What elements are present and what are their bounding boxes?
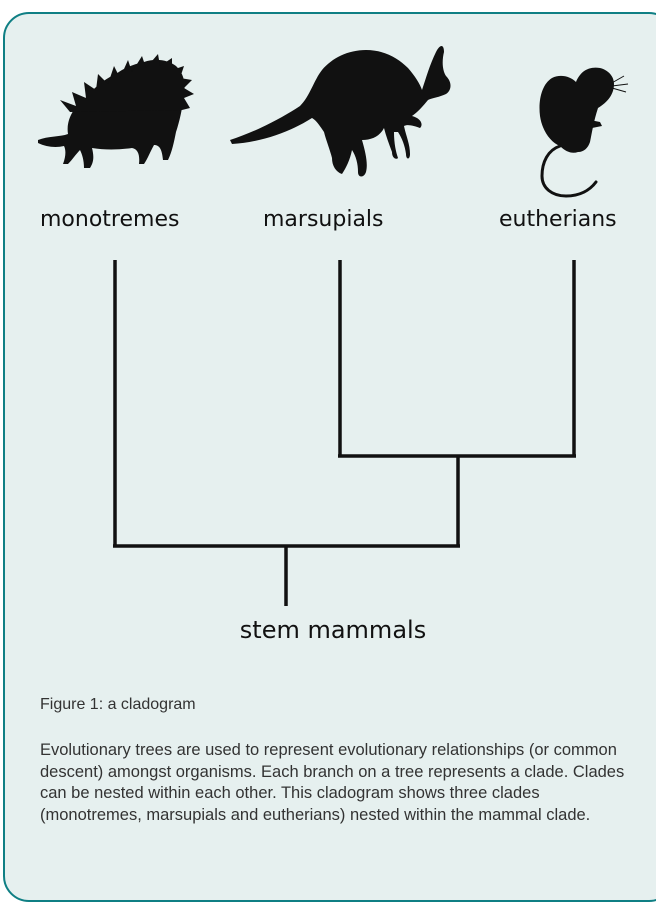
figure-caption: Figure 1: a cladogram — [40, 696, 196, 714]
kangaroo-icon — [230, 46, 451, 177]
branch-lines — [113, 260, 576, 606]
root-label: stem mammals — [0, 616, 656, 644]
taxon-label-monotremes: monotremes — [40, 207, 179, 232]
echidna-icon — [38, 54, 194, 168]
mouse-icon — [540, 68, 629, 196]
taxon-label-marsupials: marsupials — [263, 207, 384, 232]
taxon-label-eutherians: eutherians — [499, 207, 617, 232]
figure-description: Evolutionary trees are used to represent… — [40, 740, 640, 826]
